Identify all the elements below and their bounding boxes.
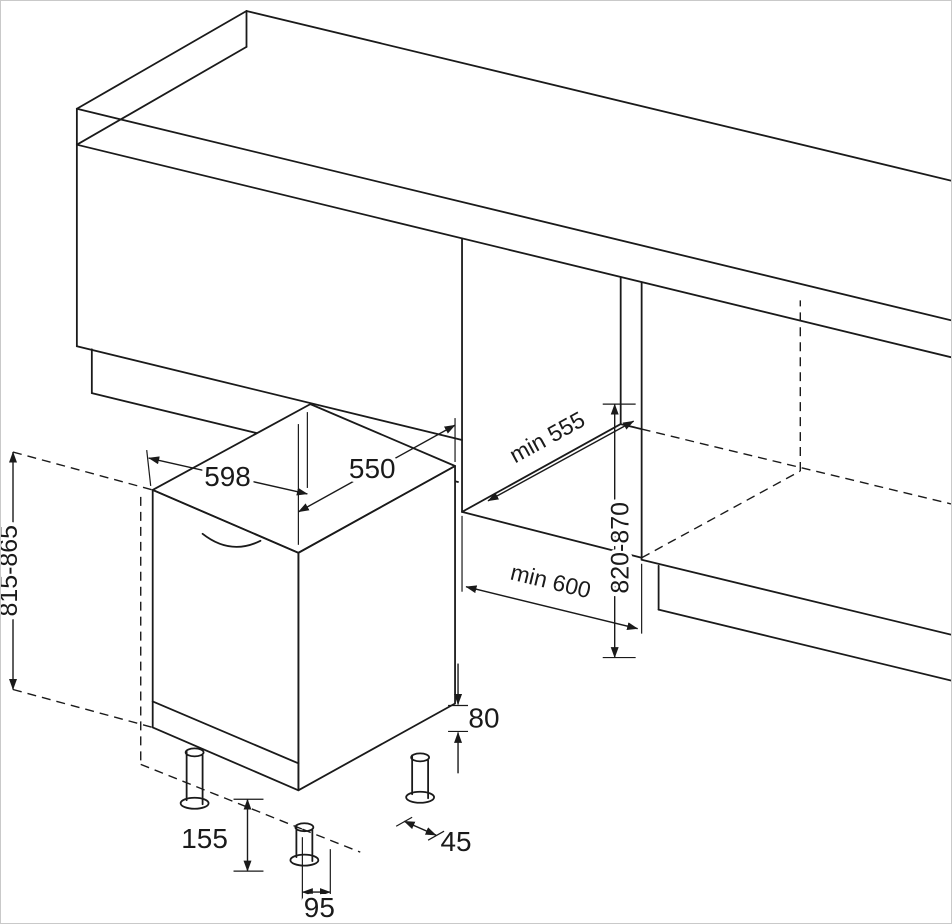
foot-top xyxy=(294,822,315,833)
adjustable-foot-front-right xyxy=(289,822,320,867)
foot-top xyxy=(184,747,205,758)
dim-niche-height: 820-870 xyxy=(603,403,639,659)
worktop xyxy=(75,10,951,359)
foot-base xyxy=(405,790,435,804)
center-foot-label: 95 xyxy=(304,892,335,923)
adjustable-foot-rear-right xyxy=(405,752,435,804)
foot-base xyxy=(179,796,210,810)
adjustable-foot-front-left xyxy=(179,747,210,810)
furniture-panel-outline xyxy=(140,496,361,853)
appliance-height-label: 815-865 xyxy=(1,525,23,617)
dim-appliance-width: 598 xyxy=(146,412,308,496)
hidden-lines xyxy=(641,300,951,559)
worktop-bottom-front-edge xyxy=(75,143,951,359)
hidden-floor-right-edge xyxy=(641,470,801,559)
dishwasher-front-face xyxy=(152,489,299,791)
dim-line xyxy=(403,820,437,836)
worktop-front-top-edge xyxy=(75,107,951,322)
dim-center-foot: 95 xyxy=(300,837,339,923)
dim-line xyxy=(465,585,639,631)
foot-base xyxy=(289,853,320,867)
appliance-depth-label: 550 xyxy=(349,453,396,484)
foot-top xyxy=(410,752,430,763)
dim-appliance-height: 815-865 xyxy=(1,451,153,729)
dim-niche-depth: min 555 xyxy=(487,402,635,502)
niche-width-label: min 600 xyxy=(508,559,593,604)
door-bottom-edge xyxy=(151,700,300,765)
dim-line xyxy=(487,420,635,502)
panel-bottom-ext-dashed xyxy=(302,828,361,853)
worktop-left-top-edge xyxy=(75,10,248,110)
cabinet-right-bottom-edge xyxy=(640,558,951,636)
tick-right xyxy=(427,830,445,841)
worktop-back-top-edge xyxy=(245,10,951,182)
plinth-right-bottom-edge xyxy=(657,608,951,682)
hidden-floor-back-edge xyxy=(641,428,951,505)
dishwasher-side-face xyxy=(298,465,456,791)
dim-line xyxy=(148,456,308,496)
worktop-end-face xyxy=(76,10,247,145)
cabinet-right xyxy=(640,558,951,682)
cabinet-left-bottom-edge xyxy=(75,345,463,441)
front-foot-label: 155 xyxy=(181,823,228,854)
door-handle-recess xyxy=(201,532,262,548)
side-foot-label: 45 xyxy=(441,826,472,857)
dim-side-foot: 45 xyxy=(395,816,476,861)
dim-front-foot: 155 xyxy=(177,798,264,872)
ext-bottom xyxy=(12,688,153,729)
dim-appliance-depth: 550 xyxy=(297,418,456,545)
worktop-end-bottom-edge xyxy=(75,46,248,146)
ext-top xyxy=(12,451,153,491)
ext-left xyxy=(146,449,152,487)
dim-line xyxy=(297,424,456,513)
dim-plinth-height: 80 xyxy=(448,663,504,774)
niche-depth-label: min 555 xyxy=(505,406,589,468)
worktop-top-face xyxy=(76,10,951,321)
appliance-width-label: 598 xyxy=(204,461,251,492)
plinth-height-label: 80 xyxy=(468,702,499,733)
niche-height-label: 820-870 xyxy=(607,502,635,594)
